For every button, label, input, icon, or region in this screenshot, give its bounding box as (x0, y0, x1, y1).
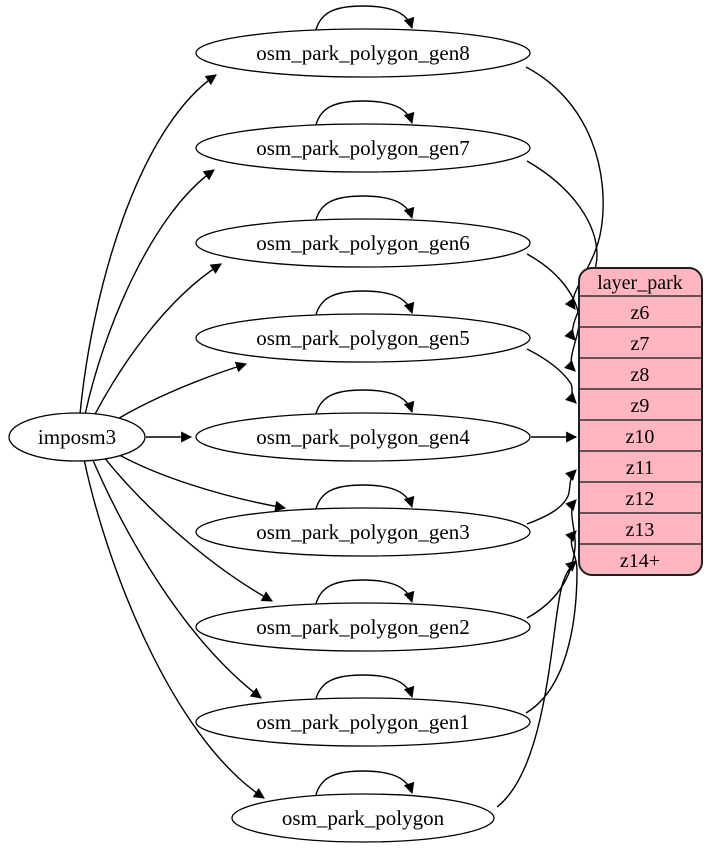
gen7-label: osm_park_polygon_gen7 (256, 136, 469, 160)
gen3-ellipse (195, 507, 531, 557)
node-osm-park-polygon-gen1: osm_park_polygon_gen1 (195, 697, 531, 747)
imposm3-ellipse (8, 412, 146, 462)
layer-park-table: layer_park z6 z7 z8 z9 z10 z11 z12 z13 z… (578, 267, 703, 576)
edge-imposm3-gen8 (79, 74, 217, 415)
gen2-label: osm_park_polygon_gen2 (256, 615, 469, 639)
gen5-label: osm_park_polygon_gen5 (256, 326, 469, 350)
self-loop-gen2 (314, 579, 415, 609)
node-osm-park-polygon-gen8: osm_park_polygon_gen8 (195, 28, 531, 78)
gen4-ellipse (195, 412, 531, 462)
self-loop-gen6 (314, 195, 415, 225)
table-row-z9: z9 (631, 395, 650, 417)
self-loop-gen1 (314, 674, 415, 704)
imposm3-label: imposm3 (38, 425, 116, 449)
node-osm-park-polygon-gen4: osm_park_polygon_gen4 (195, 412, 531, 462)
polygon-ellipse (231, 793, 495, 843)
table-row-z14: z14+ (620, 550, 660, 572)
gen1-ellipse (195, 697, 531, 747)
layer-park-frame (578, 267, 703, 576)
gen6-label: osm_park_polygon_gen6 (256, 231, 469, 255)
self-loop-gen3 (314, 484, 415, 514)
edges-from-source (79, 74, 287, 799)
edge-gen7-z7 (526, 160, 598, 341)
node-osm-park-polygon-gen3: osm_park_polygon_gen3 (195, 507, 531, 557)
edge-imposm3-gen6 (92, 263, 222, 419)
edge-imposm3-polygon (83, 458, 265, 799)
edge-gen5-z9 (526, 348, 577, 404)
table-row-z6: z6 (631, 302, 650, 324)
node-osm-park-polygon: osm_park_polygon (231, 793, 495, 843)
edge-gen3-z11 (526, 469, 577, 525)
self-loop-edges (314, 5, 415, 800)
edge-imposm3-gen5 (110, 361, 248, 424)
table-row-z7: z7 (631, 333, 650, 355)
table-row-z8: z8 (631, 364, 650, 386)
gen1-label: osm_park_polygon_gen1 (256, 710, 469, 734)
table-row-z13: z13 (626, 519, 655, 541)
edge-imposm3-gen7 (84, 169, 215, 416)
node-osm-park-polygon-gen6: osm_park_polygon_gen6 (195, 218, 531, 268)
gen6-ellipse (195, 218, 531, 268)
gen3-label: osm_park_polygon_gen3 (256, 520, 469, 544)
table-row-z10: z10 (626, 426, 655, 448)
table-row-z12: z12 (626, 488, 655, 510)
node-imposm3: imposm3 (8, 412, 146, 462)
gen2-ellipse (195, 602, 531, 652)
self-loop-gen8 (314, 5, 415, 35)
self-loop-gen5 (314, 290, 415, 320)
edges-to-table (496, 66, 604, 808)
self-loop-gen4 (314, 389, 415, 419)
gen8-ellipse (195, 28, 531, 78)
node-osm-park-polygon-gen2: osm_park_polygon_gen2 (195, 602, 531, 652)
gen5-ellipse (195, 313, 531, 363)
node-osm-park-polygon-gen7: osm_park_polygon_gen7 (195, 123, 531, 173)
self-loop-gen7 (314, 100, 415, 130)
gen7-ellipse (195, 123, 531, 173)
edge-imposm3-gen2 (102, 455, 273, 602)
edge-imposm3-gen3 (113, 451, 287, 512)
table-row-z11: z11 (626, 457, 654, 479)
edge-gen1-z13 (525, 530, 578, 714)
edge-imposm3-gen1 (91, 457, 262, 699)
edge-gen8-z6 (525, 66, 604, 310)
gen8-label: osm_park_polygon_gen8 (256, 41, 469, 65)
node-osm-park-polygon-gen5: osm_park_polygon_gen5 (195, 313, 531, 363)
edge-gen2-z12 (526, 499, 577, 619)
gen4-label: osm_park_polygon_gen4 (256, 425, 470, 449)
self-loop-polygon (314, 770, 415, 800)
edge-polygon-z14 (496, 560, 577, 808)
polygon-label: osm_park_polygon (282, 806, 445, 830)
table-title: layer_park (597, 272, 683, 294)
